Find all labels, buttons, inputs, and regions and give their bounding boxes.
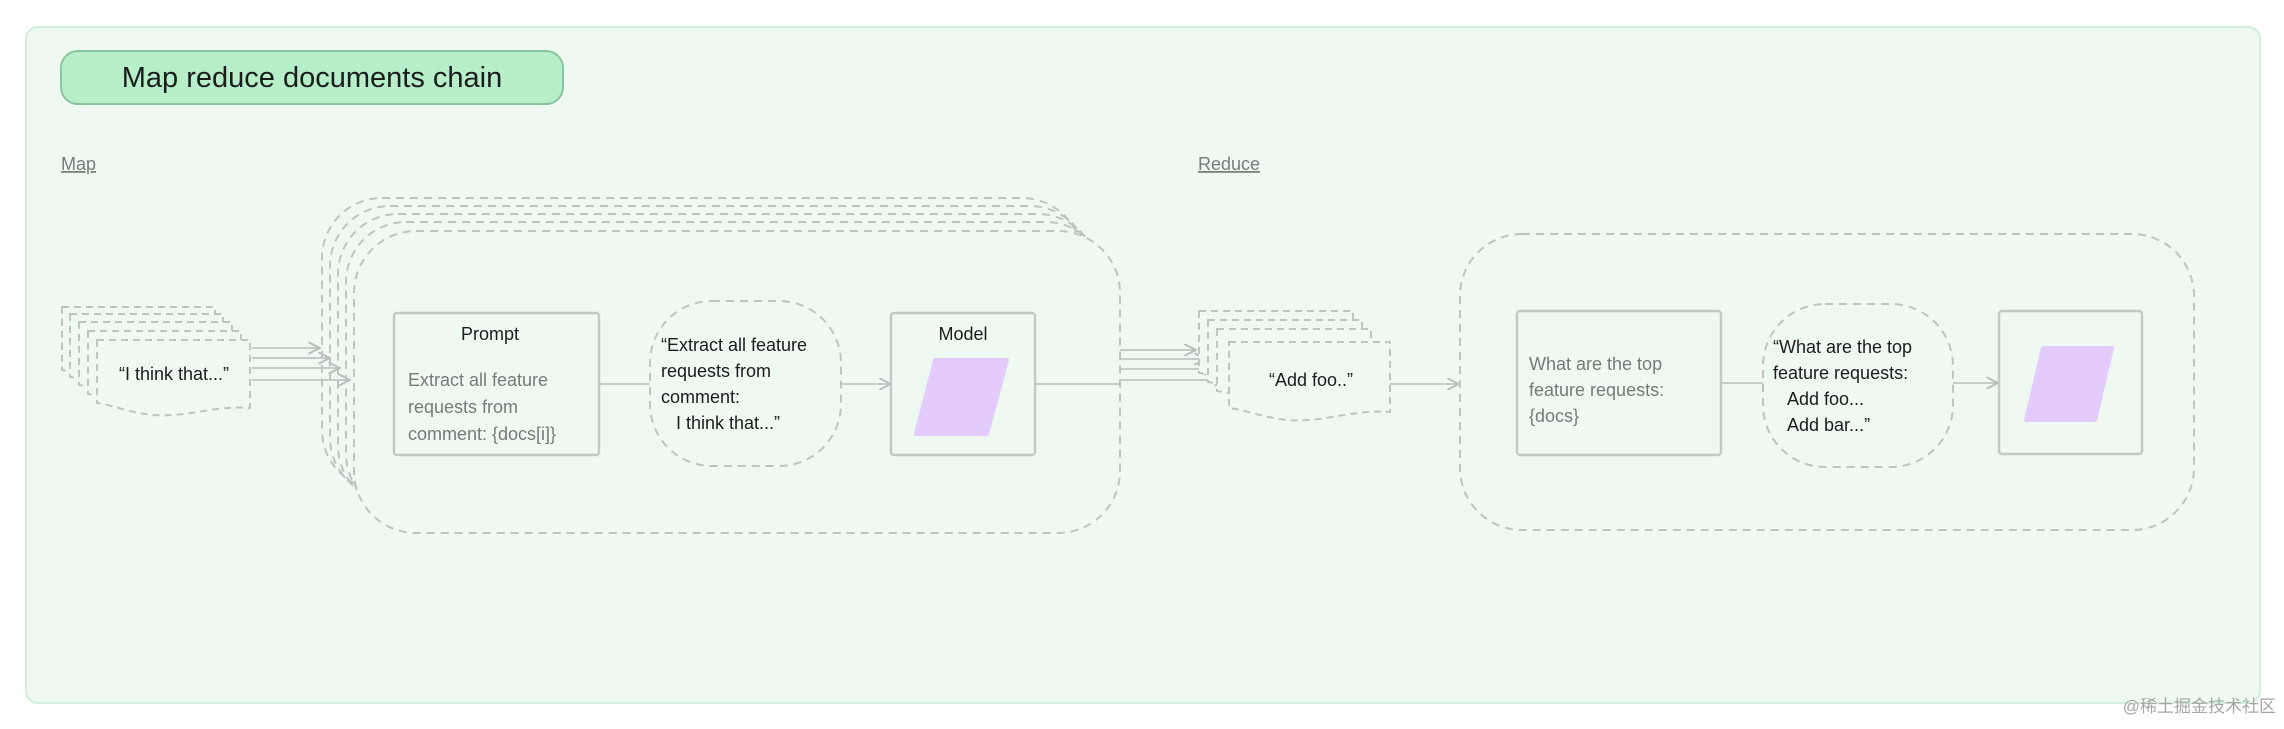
reduce-section-label: Reduce bbox=[1198, 154, 1260, 174]
output-document-stack bbox=[1198, 310, 1391, 422]
model-icon bbox=[914, 358, 1009, 436]
map-prompt-box: Prompt Extract all feature requests from… bbox=[392, 311, 601, 457]
reduce-formatted-prompt-text: “What are the top feature requests: Add … bbox=[1773, 337, 1912, 435]
map-section-label: Map bbox=[61, 154, 96, 174]
watermark: @稀土掘金技术社区 bbox=[2123, 697, 2276, 716]
map-formatted-prompt: “Extract all feature requests from comme… bbox=[0, 0, 842, 467]
map-model-title: Model bbox=[938, 324, 987, 344]
map-formatted-prompt-text: “Extract all feature requests from comme… bbox=[0, 0, 842, 433]
reduce-prompt-box: What are the top feature requests: {docs… bbox=[1515, 309, 1723, 457]
diagram-title: Map reduce documents chain bbox=[122, 62, 502, 94]
reduce-model-box bbox=[1997, 309, 2144, 456]
reduce-model-icon bbox=[2024, 346, 2114, 422]
map-input-arrows bbox=[252, 348, 350, 380]
map-model-box: Model bbox=[889, 311, 1037, 457]
reduce-prompt-text: What are the top feature requests: {docs… bbox=[1529, 354, 1669, 426]
input-document-stack bbox=[61, 306, 251, 417]
map-prompt-title: Prompt bbox=[461, 324, 519, 344]
input-document-label: “I think that...” bbox=[119, 364, 229, 384]
map-prompt-text: Extract all feature requests from commen… bbox=[408, 370, 556, 444]
title-pill: Map reduce documents chain bbox=[60, 50, 564, 105]
output-document-label: “Add foo..” bbox=[1269, 370, 1353, 390]
reduce-formatted-prompt: “What are the top feature requests: Add … bbox=[1762, 303, 1954, 468]
